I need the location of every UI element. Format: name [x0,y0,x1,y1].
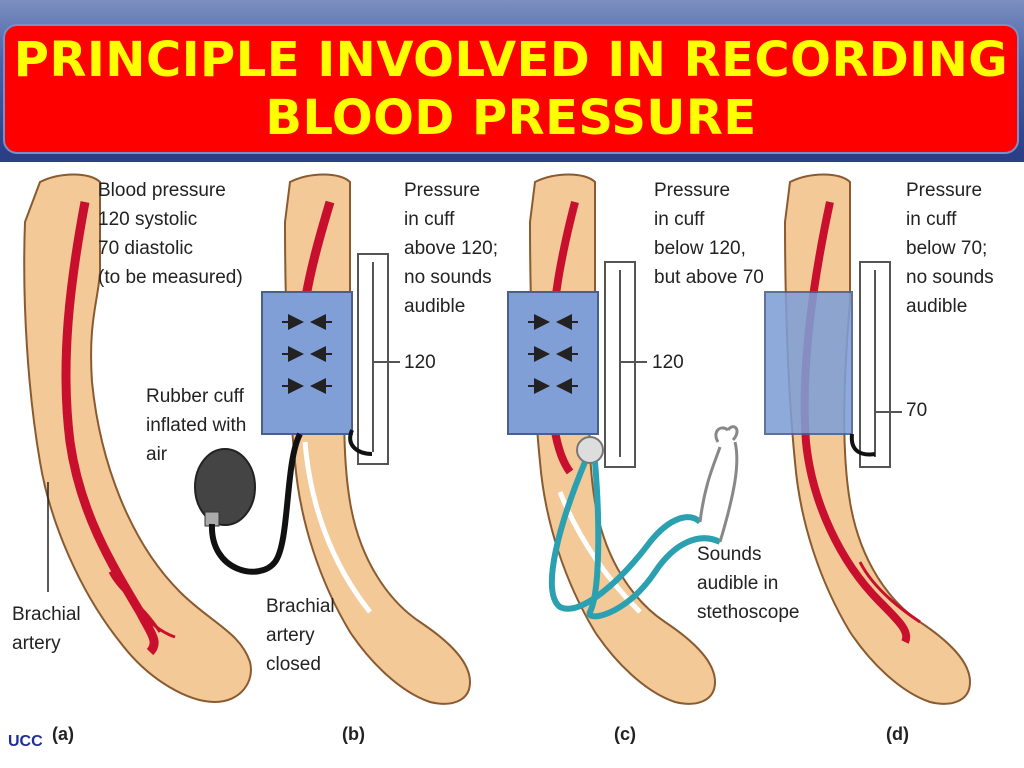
panel-c-tag: (c) [614,724,636,744]
ucc-logo: UCC [8,733,43,750]
panel-b-cuff-label: Rubber cuff inflated with air [146,386,247,465]
panel-d-top-label: Pressure in cuff below 70; no sounds aud… [906,180,994,317]
panel-a-tag: (a) [52,724,74,744]
panel-b-cuff [261,291,353,435]
panel-c-cuff [507,291,599,435]
panel-a-bottom-label: Brachial artery [12,604,81,654]
diagram-artwork [23,173,972,705]
title-banner: PRINCIPLE INVOLVED IN RECORDING BLOOD PR… [3,24,1019,154]
panel-c-gauge-value: 120 [652,352,684,373]
panel-c-manometer [604,261,647,468]
panel-b-top-label: Pressure in cuff above 120; no sounds au… [404,180,499,317]
slide-title-line-1: PRINCIPLE INVOLVED IN RECORDING [13,32,1009,88]
panel-d-tag: (d) [886,724,909,744]
panel-d-manometer [849,261,902,468]
panel-b-bottom-label: Brachial artery closed [266,596,335,675]
panel-b-gauge-value: 120 [404,352,436,373]
panel-d-cuff [764,291,853,435]
panel-a-arm [23,173,252,704]
panel-b-manometer [348,253,400,465]
panel-c-top-label: Pressure in cuff below 120, but above 70 [654,180,764,288]
panel-b-tag: (b) [342,724,365,744]
blood-pressure-diagram: Blood pressure 120 systolic 70 diastolic… [0,162,1024,768]
slide-title-line-2: BLOOD PRESSURE [265,90,757,146]
panel-c-stethoscope [548,425,739,620]
panel-a-top-label: Blood pressure 120 systolic 70 diastolic… [98,180,243,288]
panel-c-bottom-label: Sounds audible in stethoscope [697,544,800,623]
panel-b-bulb-and-tube [194,432,303,575]
panel-d-gauge-value: 70 [906,400,928,421]
